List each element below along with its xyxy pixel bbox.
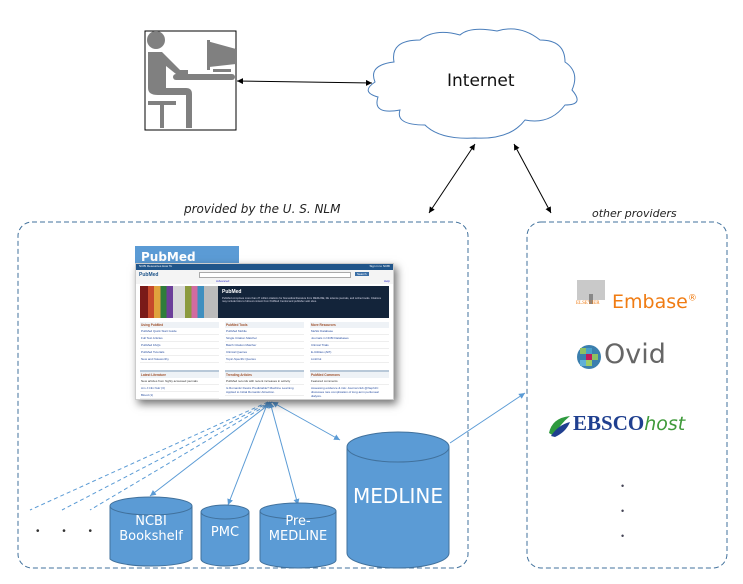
medline-providers-arrow: [449, 392, 526, 444]
column-text: PubMed records with recent increases in …: [225, 378, 304, 385]
ebsco-name: EBSCO: [573, 411, 645, 435]
column-pubmed-commons: PubMed Commons Featured comments Assessi…: [310, 370, 389, 399]
unknown-source-links: [29, 401, 273, 511]
nlm-group-label: provided by the U. S. NLM: [184, 202, 341, 216]
nav-text: NCBI Resources How To: [139, 264, 173, 268]
elsevier-tree-icon: [577, 280, 605, 304]
db-label-pre-medline: Pre- MEDLINE: [260, 514, 336, 545]
db-label-ncbi-bookshelf: NCBI Bookshelf: [110, 514, 192, 545]
db-label-line: Pre-: [285, 514, 311, 529]
column-link[interactable]: Clinical Queries: [225, 349, 304, 356]
internet-providers-arrow: [513, 143, 552, 214]
pmc-arrow: [227, 401, 269, 506]
user-computer-icon: [144, 30, 237, 131]
sign-in-link[interactable]: Sign in to NCBI: [369, 264, 390, 268]
pre-medline-arrow: [268, 401, 300, 506]
medline-arrow: [271, 401, 341, 441]
banner-title: PubMed: [222, 289, 242, 295]
user-internet-arrow: [236, 78, 373, 86]
db-label-line: MEDLINE: [268, 528, 328, 544]
banner-text: PubMed comprises more than 27 million ci…: [222, 297, 382, 303]
help-link[interactable]: Help: [383, 279, 390, 283]
more-sources-ellipsis: • • •: [36, 526, 103, 537]
column-heading: More Resources: [310, 322, 389, 328]
column-using-pubmed: Using PubMed PubMed Quick Start Guide Fu…: [140, 322, 219, 363]
internet-label: Internet: [447, 71, 515, 91]
db-label-line: NCBI: [135, 514, 167, 529]
column-link[interactable]: LinkOut: [310, 356, 389, 363]
column-link[interactable]: PubMed Mobile: [225, 328, 304, 335]
db-pmc: [200, 504, 250, 567]
more-providers-ellipsis: • • •: [621, 474, 624, 549]
ellipsis-dot: •: [621, 506, 625, 516]
ellipsis-dot: •: [621, 481, 625, 491]
pubmed-banner: PubMed PubMed comprises more than 27 mil…: [140, 286, 389, 318]
column-link[interactable]: Blood (1): [140, 392, 219, 399]
host-suffix: host: [644, 413, 686, 435]
elsevier-label: ELSEVIER: [576, 301, 600, 306]
column-link[interactable]: Is Romantic Desire Predictable? Machine …: [225, 385, 304, 396]
bookshelf-arrow: [149, 401, 273, 497]
column-pubmed-tools: PubMed Tools PubMed Mobile Single Citati…: [225, 322, 304, 363]
db-ncbi-bookshelf: [109, 496, 193, 567]
column-link[interactable]: Batch Citation Matcher: [225, 342, 304, 349]
db-label-pmc: PMC: [210, 525, 240, 540]
column-heading: PubMed Commons: [310, 372, 389, 378]
column-link[interactable]: E-Utilities (API): [310, 349, 389, 356]
advanced-link[interactable]: Advanced: [216, 279, 230, 283]
other-providers-label: other providers: [592, 207, 677, 220]
embase-logo[interactable]: Embase®: [612, 291, 697, 313]
other-providers-group-border: [526, 221, 728, 569]
column-heading: PubMed Tools: [225, 322, 304, 328]
pubmed-search-input[interactable]: [199, 272, 351, 278]
db-label-line: Bookshelf: [119, 528, 183, 544]
db-label-medline: MEDLINE: [353, 484, 443, 508]
column-link[interactable]: Full Text Articles: [140, 335, 219, 342]
pubmed-search-button[interactable]: Search: [355, 272, 369, 276]
embase-name: Embase: [612, 291, 688, 313]
column-text: New articles from highly accessed journa…: [140, 378, 219, 385]
column-trending-articles: Trending Articles PubMed records with re…: [225, 370, 304, 399]
column-heading: Trending Articles: [225, 372, 304, 378]
pubmed-bottom-columns: Latest Literature New articles from high…: [136, 365, 393, 399]
column-text: Featured comments: [310, 378, 389, 385]
column-link[interactable]: PubMed Tutorials: [140, 349, 219, 356]
column-link[interactable]: Assessing evidence & risk: Journal club …: [310, 385, 389, 399]
books-image: [140, 286, 218, 318]
column-heading: Using PubMed: [140, 322, 219, 328]
column-link[interactable]: New and Noteworthy: [140, 356, 219, 363]
pubmed-search-area: PubMed Search Advanced Help: [136, 270, 393, 284]
column-link[interactable]: MeSH Database: [310, 328, 389, 335]
pubmed-logo: PubMed: [139, 272, 159, 278]
ellipsis-dot: •: [621, 531, 625, 541]
db-pre-medline: [259, 502, 337, 569]
column-more-resources: More Resources MeSH Database Journals in…: [310, 322, 389, 363]
internet-nlm-arrow: [428, 143, 476, 214]
registered-mark: ®: [687, 293, 697, 304]
column-link[interactable]: Journals in NCBI Databases: [310, 335, 389, 342]
db-medline: [346, 431, 450, 569]
column-link[interactable]: Clinical Trials: [310, 342, 389, 349]
ovid-logo[interactable]: Ovid: [604, 339, 666, 370]
column-heading: Latest Literature: [140, 372, 219, 378]
column-link[interactable]: Topic-Specific Queries: [225, 356, 304, 363]
column-link[interactable]: Single Citation Matcher: [225, 335, 304, 342]
internet-cloud: [367, 28, 578, 139]
pubmed-nav-bar: NCBI Resources How To Sign in to NCBI: [136, 264, 393, 270]
ebscohost-logo[interactable]: EBSCOhost: [573, 411, 685, 436]
column-link[interactable]: Am J Clin Nutr (3): [140, 385, 219, 392]
nlm-group-border: [17, 221, 469, 569]
column-link[interactable]: PubMed FAQs: [140, 342, 219, 349]
column-link[interactable]: PubMed Quick Start Guide: [140, 328, 219, 335]
pubmed-website-screenshot[interactable]: NCBI Resources How To Sign in to NCBI Pub…: [135, 263, 394, 400]
column-latest-literature: Latest Literature New articles from high…: [140, 370, 219, 399]
pubmed-link-columns: Using PubMed PubMed Quick Start Guide Fu…: [136, 320, 393, 365]
ovid-logo-icon: [577, 345, 601, 369]
ebsco-logo-icon: [549, 416, 570, 437]
